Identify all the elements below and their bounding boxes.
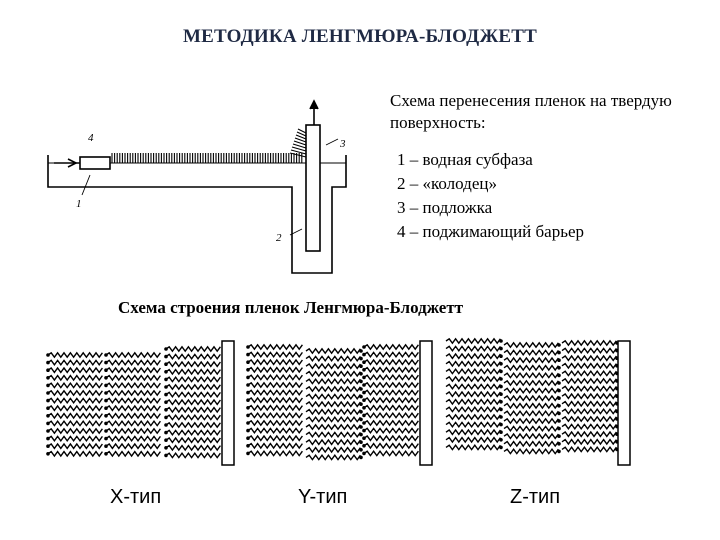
z-type-label: Z-тип: [510, 486, 561, 508]
legend-item: 3 – подложка: [397, 198, 493, 217]
legend-item: 1 – водная субфаза: [397, 150, 533, 169]
scheme-caption: Схема перенесения пленок на твердую пове…: [390, 91, 672, 132]
legend-item: 4 – поджимающий барьер: [397, 222, 585, 241]
y-type-label: Y-тип: [298, 486, 348, 508]
scheme-legend: 1 – водная субфаза 2 – «колодец» 3 – под…: [397, 148, 697, 244]
x-type-label: X-тип: [110, 486, 162, 508]
label-3: 3: [339, 138, 346, 150]
substrate-plate: [617, 340, 631, 466]
langmuir-trough-diagram: 4 1 3 2: [47, 99, 347, 274]
label-4: 4: [88, 132, 94, 144]
label-1: 1: [76, 198, 82, 210]
label-2: 2: [276, 232, 282, 244]
legend-item: 2 – «колодец»: [397, 174, 497, 193]
molecule-layer: [445, 337, 503, 451]
slide-title: МЕТОДИКА ЛЕНГМЮРА-БЛОДЖЕТТ: [182, 26, 538, 47]
molecule-layer: [561, 339, 619, 453]
structure-title: Схема строения пленок Ленгмюра-Блоджетт: [118, 298, 464, 317]
monolayer-molecules: [111, 128, 307, 163]
molecule-layer: [246, 343, 303, 457]
molecule-layer: [503, 341, 561, 455]
substrate-plate: [419, 340, 433, 466]
lb-film-structures: [46, 337, 631, 466]
molecule-layer: [104, 351, 161, 458]
molecule-layer: [362, 343, 419, 457]
molecule-layer: [164, 345, 221, 459]
molecule-layer: [46, 351, 103, 458]
substrate-plate: [221, 340, 235, 466]
molecule-layer: [305, 347, 363, 461]
